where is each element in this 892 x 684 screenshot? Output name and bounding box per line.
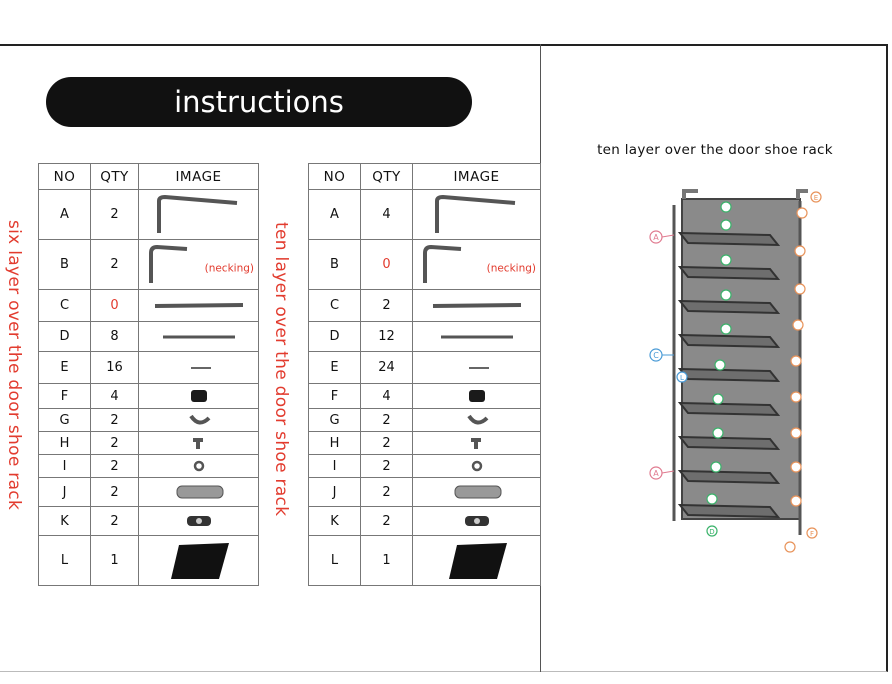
part-i-image	[138, 454, 259, 478]
part-j-image	[138, 477, 259, 507]
header-image: IMAGE	[412, 163, 541, 190]
header-qty: QTY	[90, 163, 139, 190]
part-d-image	[138, 321, 259, 352]
part-a-image	[138, 189, 259, 240]
header-image: IMAGE	[138, 163, 259, 190]
part-b-image: (necking)	[412, 239, 541, 290]
callout-d: D	[709, 528, 714, 536]
part-e-image	[138, 351, 259, 384]
part-k-image	[412, 506, 541, 536]
shelves	[677, 231, 781, 519]
header-no: NO	[308, 163, 361, 190]
part-l-image	[138, 535, 259, 586]
instructions-frame	[0, 44, 888, 672]
part-g-image	[412, 408, 541, 432]
part-j-image	[412, 477, 541, 507]
callout-f: F	[810, 530, 814, 538]
shoe-rack-diagram: A A C L D E F	[649, 189, 822, 553]
part-h-image	[138, 431, 259, 455]
part-b-image: (necking)	[138, 239, 259, 290]
rack-title: ten layer over the door shoe rack	[597, 142, 833, 158]
part-c-image	[138, 289, 259, 322]
necking-note: (necking)	[204, 262, 254, 275]
callout-c: C	[653, 351, 659, 360]
callout-l: L	[680, 374, 684, 382]
part-d-image	[412, 321, 541, 352]
part-e-image	[412, 351, 541, 384]
panel-divider	[540, 44, 541, 672]
header-qty: QTY	[360, 163, 413, 190]
part-f-image	[138, 383, 259, 409]
part-a-image	[412, 189, 541, 240]
part-k-image	[138, 506, 259, 536]
part-f-image	[412, 383, 541, 409]
header-no: NO	[38, 163, 91, 190]
six-layer-label: six layer over the door shoe rack	[4, 220, 24, 511]
callout-e: E	[814, 194, 818, 202]
part-i-image	[412, 454, 541, 478]
part-h-image	[412, 431, 541, 455]
part-c-image	[412, 289, 541, 322]
ten-layer-label: ten layer over the door shoe rack	[271, 222, 291, 517]
part-l-image	[412, 535, 541, 586]
part-g-image	[138, 408, 259, 432]
necking-note: (necking)	[486, 262, 536, 275]
title-banner: instructions	[46, 77, 472, 127]
callout-a-bottom: A	[653, 469, 659, 478]
callout-a-top: A	[653, 233, 659, 242]
